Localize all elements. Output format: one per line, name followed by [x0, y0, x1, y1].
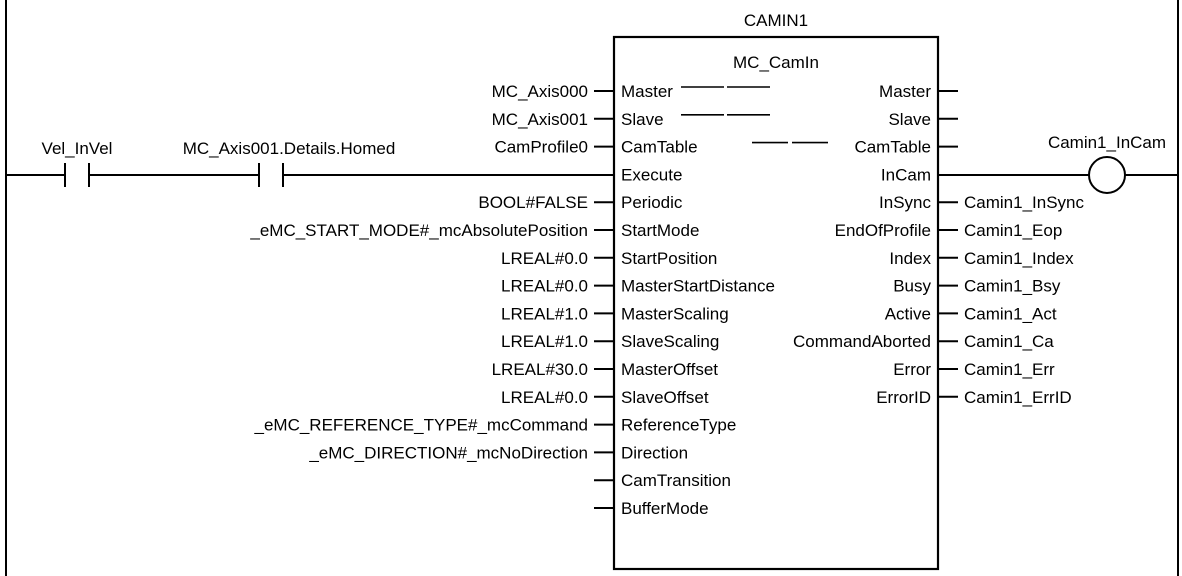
input-pin-name: MasterStartDistance: [621, 277, 775, 296]
input-argument: LREAL#0.0: [501, 277, 588, 296]
input-argument: MC_Axis001: [492, 110, 588, 129]
contact-label: Vel_InVel: [42, 139, 113, 158]
input-pin-name: BufferMode: [621, 499, 709, 518]
input-argument: _eMC_START_MODE#_mcAbsolutePosition: [249, 221, 588, 240]
input-argument: LREAL#1.0: [501, 332, 588, 351]
output-pin-name: Slave: [888, 110, 931, 129]
function-block-pins: MasterMC_Axis000SlaveMC_Axis001CamTableC…: [249, 82, 1084, 518]
input-argument: _eMC_REFERENCE_TYPE#_mcCommand: [254, 416, 589, 435]
contact-axis-homed[interactable]: [258, 163, 284, 187]
output-argument: Camin1_ErrID: [964, 388, 1072, 407]
function-block[interactable]: [612, 35, 940, 571]
input-pin-name: SlaveOffset: [621, 388, 709, 407]
input-pin-name: Direction: [621, 443, 688, 462]
output-pin-name: Error: [893, 360, 931, 379]
output-argument: Camin1_Ca: [964, 332, 1054, 351]
output-argument: Camin1_Act: [964, 304, 1057, 323]
output-coil[interactable]: [1088, 156, 1126, 194]
input-argument: _eMC_DIRECTION#_mcNoDirection: [308, 443, 588, 462]
coil-label: Camin1_InCam: [1048, 133, 1166, 152]
output-argument: Camin1_Index: [964, 249, 1074, 268]
output-pin-name: InCam: [881, 165, 931, 184]
input-argument: LREAL#30.0: [492, 360, 588, 379]
input-argument: BOOL#FALSE: [478, 193, 588, 212]
input-pin-name: ReferenceType: [621, 416, 736, 435]
input-pin-name: Master: [621, 82, 673, 101]
output-pin-name: InSync: [879, 193, 931, 212]
input-pin-name: StartPosition: [621, 249, 717, 268]
input-pin-name: Execute: [621, 165, 682, 184]
instance-name: CAMIN1: [744, 11, 808, 30]
input-argument: LREAL#0.0: [501, 249, 588, 268]
function-block-type: MC_CamIn: [733, 53, 819, 72]
contact-vel-invel[interactable]: [64, 163, 90, 187]
input-argument: CamProfile0: [494, 138, 588, 157]
input-pin-name: StartMode: [621, 221, 699, 240]
input-pin-name: SlaveScaling: [621, 332, 719, 351]
output-pin-name: Active: [885, 304, 931, 323]
output-pin-name: Busy: [893, 277, 931, 296]
input-pin-name: Periodic: [621, 193, 683, 212]
input-pin-name: CamTable: [621, 138, 698, 157]
input-pin-name: MasterScaling: [621, 304, 729, 323]
output-argument: Camin1_Err: [964, 360, 1055, 379]
input-argument: MC_Axis000: [492, 82, 588, 101]
output-pin-name: Index: [889, 249, 931, 268]
input-pin-name: MasterOffset: [621, 360, 718, 379]
output-pin-name: CamTable: [854, 138, 931, 157]
output-argument: Camin1_InSync: [964, 193, 1085, 212]
output-argument: Camin1_Bsy: [964, 277, 1061, 296]
output-pin-name: EndOfProfile: [835, 221, 931, 240]
output-pin-name: Master: [879, 82, 931, 101]
output-pin-name: CommandAborted: [793, 332, 931, 351]
input-argument: LREAL#1.0: [501, 304, 588, 323]
output-argument: Camin1_Eop: [964, 221, 1062, 240]
contact-label: MC_Axis001.Details.Homed: [183, 139, 396, 158]
input-pin-name: Slave: [621, 110, 664, 129]
input-argument: LREAL#0.0: [501, 388, 588, 407]
output-pin-name: ErrorID: [876, 388, 931, 407]
input-pin-name: CamTransition: [621, 471, 731, 490]
